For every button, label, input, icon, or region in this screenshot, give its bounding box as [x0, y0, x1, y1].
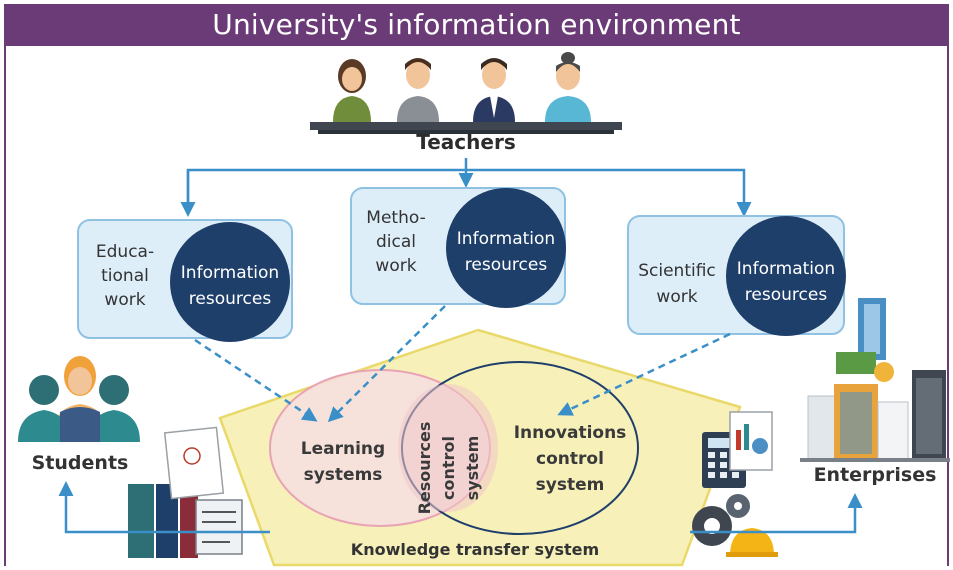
learning-systems-label: Learning systems	[300, 439, 386, 485]
scientific-info-resources-label: Information resources	[736, 259, 836, 305]
diagram-frame	[4, 4, 949, 566]
scientific-work-box	[627, 215, 846, 336]
innovations-control-system-label: Innovations control system	[513, 423, 627, 495]
enterprises-illustration-icon	[800, 298, 950, 462]
students-illustration-icon	[18, 356, 140, 442]
teachers-label: Teachers	[416, 130, 516, 154]
dashed-arrows	[194, 305, 731, 423]
resources-control-system-label: Resources control system	[415, 421, 482, 515]
knowledge-transfer-label: Knowledge transfer system	[350, 540, 600, 559]
methodical-work-box	[350, 187, 566, 308]
scientific-work-label: Scientific work	[638, 261, 716, 307]
methodical-work-label: Metho- dical work	[366, 208, 426, 276]
bottom-connector-arrows	[58, 481, 863, 534]
students-label: Students	[31, 452, 129, 474]
books-documents-icon	[128, 426, 243, 558]
tools-gears-icon	[692, 411, 778, 557]
enterprises-label: Enterprises	[813, 464, 937, 486]
teachers-connector-arrows	[180, 158, 752, 217]
resources-overlap-highlight	[398, 384, 498, 512]
educational-work-box	[77, 219, 293, 342]
diagram-title: University's information environment	[4, 4, 949, 46]
educational-info-resources-label: Information resources	[180, 263, 280, 309]
methodical-info-resources-label: Information resources	[456, 229, 556, 275]
teachers-illustration-icon	[310, 52, 622, 134]
educational-work-label: Educa- tional work	[95, 242, 155, 310]
